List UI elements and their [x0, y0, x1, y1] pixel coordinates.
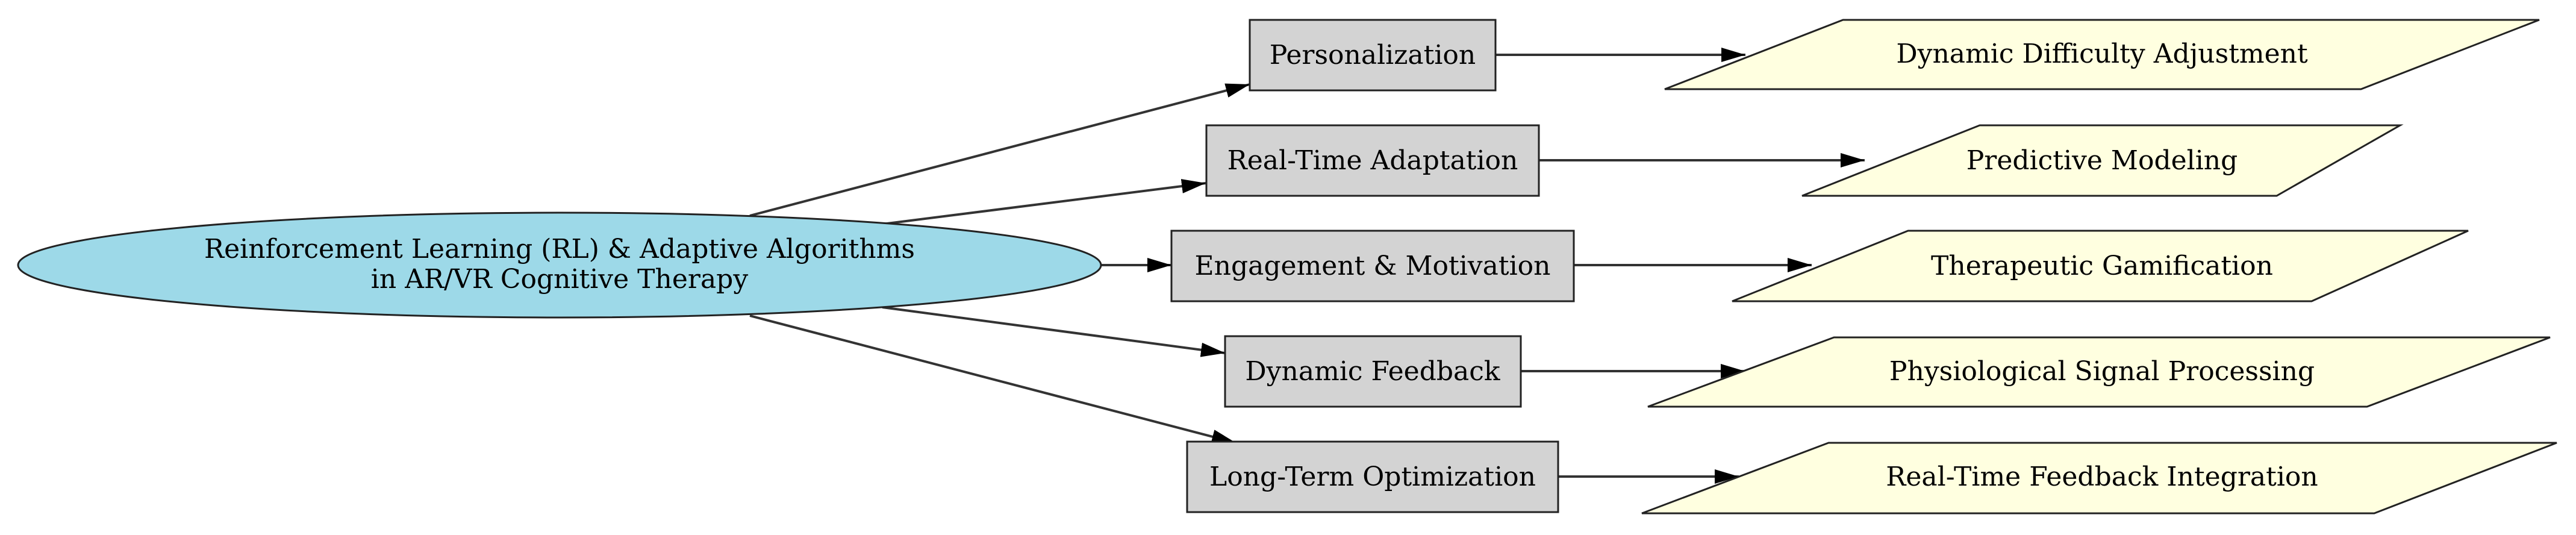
technique-label: Dynamic Difficulty Adjustment	[1896, 39, 2308, 69]
category-box-engagement-motivation: Engagement & Motivation	[1170, 230, 1575, 302]
category-box-label: Personalization	[1270, 40, 1476, 70]
category-boxes: Personalization Real-Time Adaptation Eng…	[1170, 19, 1575, 513]
technique-parallelogram	[1647, 336, 2551, 408]
technique-parallelogram	[1641, 442, 2557, 515]
root-ellipse	[17, 211, 1102, 319]
edge-root-long-term-optimization	[749, 314, 1237, 444]
edge-root-dynamic-feedback	[882, 306, 1226, 357]
category-box-label: Engagement & Motivation	[1195, 251, 1551, 281]
technique-dynamic-difficulty-adjustment: Dynamic Difficulty Adjustment	[1664, 19, 2540, 90]
category-box-label: Dynamic Feedback	[1245, 356, 1500, 387]
technique-label: Predictive Modeling	[1966, 145, 2238, 176]
category-box-label: Long-Term Optimization	[1209, 461, 1536, 492]
technique-physiological-signal-processing: Physiological Signal Processing	[1647, 336, 2551, 408]
category-box-real-time-adaptation: Real-Time Adaptation	[1205, 124, 1540, 197]
category-box-personalization: Personalization	[1249, 19, 1497, 92]
edge-root-real-time-adaptation	[882, 179, 1206, 225]
root-label-line2: in AR/VR Cognitive Therapy	[371, 264, 749, 295]
technique-parallelogram	[1801, 124, 2404, 197]
root-node: Reinforcement Learning (RL) & Adaptive A…	[17, 211, 1102, 319]
category-box-rect	[1205, 124, 1540, 197]
technique-parallelogram	[1664, 19, 2540, 90]
root-edges	[749, 83, 1250, 444]
technique-edges	[1495, 48, 1865, 484]
category-box-rect	[1249, 19, 1497, 92]
edge-root-personalization	[749, 83, 1250, 217]
category-box-rect	[1186, 440, 1559, 513]
technique-therapeutic-gamification: Therapeutic Gamification	[1732, 230, 2469, 302]
technique-parallelogram	[1732, 230, 2469, 302]
technique-predictive-modeling: Predictive Modeling	[1801, 124, 2404, 197]
technique-label: Therapeutic Gamification	[1931, 251, 2273, 281]
technique-real-time-feedback-integration: Real-Time Feedback Integration	[1641, 442, 2557, 515]
technique-nodes: Dynamic Difficulty Adjustment Predictive…	[1641, 19, 2557, 515]
category-box-label: Real-Time Adaptation	[1227, 145, 1518, 176]
category-box-dynamic-feedback: Dynamic Feedback	[1224, 335, 1522, 408]
category-box-long-term-optimization: Long-Term Optimization	[1186, 440, 1559, 513]
root-label-line1: Reinforcement Learning (RL) & Adaptive A…	[204, 234, 915, 264]
technique-label: Physiological Signal Processing	[1889, 356, 2315, 387]
category-box-rect	[1224, 335, 1522, 408]
technique-label: Real-Time Feedback Integration	[1886, 461, 2318, 492]
category-box-rect	[1170, 230, 1575, 302]
